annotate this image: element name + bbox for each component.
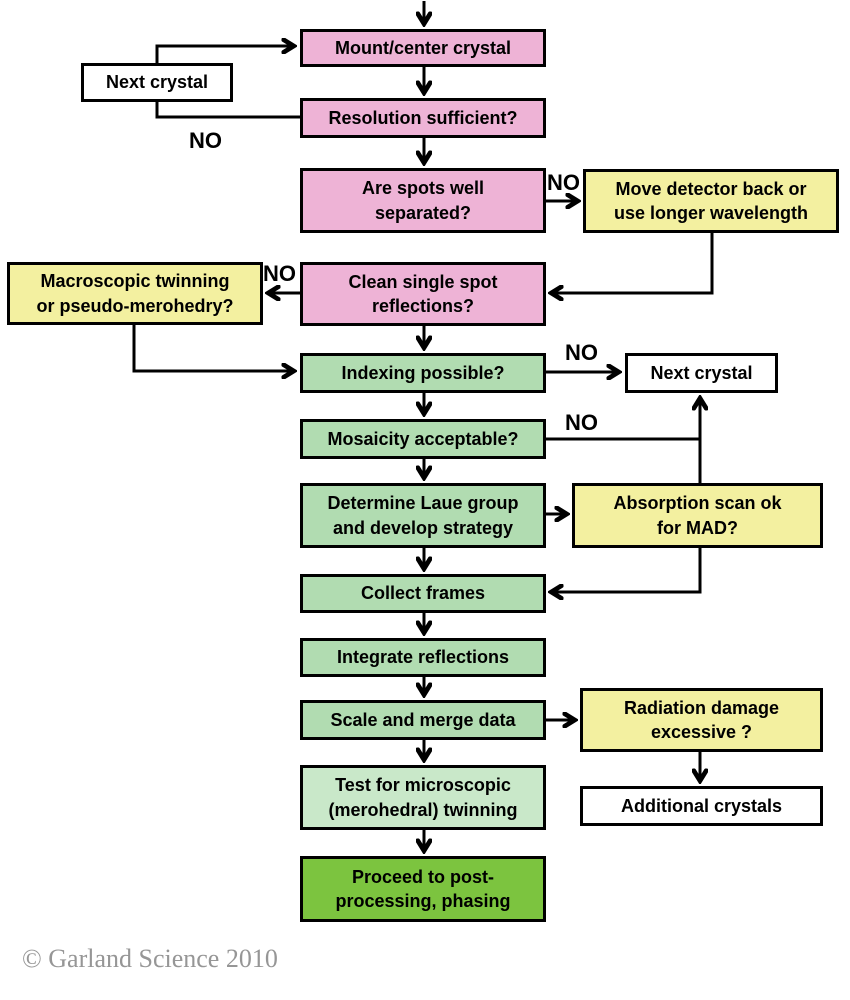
node-move-detector: Move detector back or use longer wavelen… xyxy=(583,169,839,233)
edge-move-detector-to-clean xyxy=(552,233,714,293)
no-label-indexing: NO xyxy=(565,340,598,365)
node-additional-crystals: Additional crystals xyxy=(580,786,823,826)
copyright-text: © Garland Science 2010 xyxy=(22,944,278,973)
node-absorption-scan: Absorption scan ok for MAD? xyxy=(572,483,823,548)
no-label-mosaicity: NO xyxy=(565,410,598,435)
node-test-twinning: Test for microscopic (merohedral) twinni… xyxy=(300,765,546,830)
node-mosaicity-acceptable: Mosaicity acceptable? xyxy=(300,419,546,459)
node-integrate-reflections: Integrate reflections xyxy=(300,638,546,677)
node-scale-merge: Scale and merge data xyxy=(300,700,546,740)
node-resolution-sufficient: Resolution sufficient? xyxy=(300,98,546,138)
node-collect-frames: Collect frames xyxy=(300,574,546,613)
node-next-crystal-left: Next crystal xyxy=(81,63,233,102)
no-label-resolution: NO xyxy=(189,128,222,153)
node-radiation-damage: Radiation damage excessive ? xyxy=(580,688,823,752)
node-proceed-postprocessing: Proceed to post- processing, phasing xyxy=(300,856,546,922)
node-next-crystal-right: Next crystal xyxy=(625,353,778,393)
node-clean-reflections: Clean single spot reflections? xyxy=(300,262,546,326)
edge-macroscopic-to-indexing xyxy=(132,325,293,371)
no-label-clean: NO xyxy=(263,261,296,286)
node-determine-laue: Determine Laue group and develop strateg… xyxy=(300,483,546,548)
node-spots-separated: Are spots well separated? xyxy=(300,168,546,233)
edge-absorption-to-collect xyxy=(552,548,702,592)
node-mount-center-crystal: Mount/center crystal xyxy=(300,29,546,67)
no-label-spots: NO xyxy=(547,170,580,195)
node-indexing-possible: Indexing possible? xyxy=(300,353,546,393)
node-macroscopic-twinning: Macroscopic twinning or pseudo-merohedry… xyxy=(7,262,263,325)
